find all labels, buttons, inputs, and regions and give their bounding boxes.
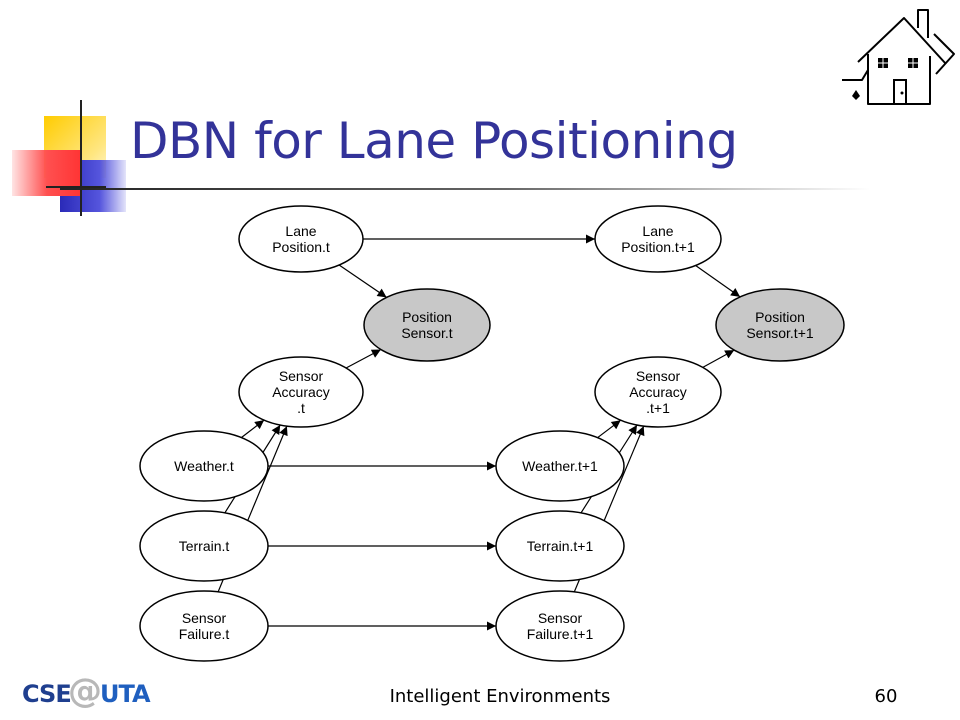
node-label: Sensor.t+1 <box>746 325 814 341</box>
node-ellipse <box>139 510 269 582</box>
node-label: Sensor <box>636 368 681 384</box>
deco-horizontal-line <box>46 186 106 188</box>
node-label: .t <box>297 400 305 416</box>
node-ellipse <box>715 288 845 362</box>
node-terrain_t: Terrain.t <box>139 510 269 582</box>
node-ellipse <box>495 590 625 662</box>
node-ellipse <box>495 510 625 582</box>
node-label: Accuracy <box>272 384 330 400</box>
node-weather_t1: Weather.t+1 <box>495 430 625 502</box>
page-number: 60 <box>874 686 898 707</box>
footer-text: Intelligent Environments <box>389 686 611 707</box>
node-label: Terrain.t+1 <box>527 538 594 554</box>
node-label: Position <box>755 309 805 325</box>
title-underline <box>60 188 870 190</box>
logo-uta-text: UTA <box>100 680 151 708</box>
edge-acc_t1-to-pos_t1 <box>702 349 735 368</box>
node-weather_t: Weather.t <box>139 430 269 502</box>
node-ellipse <box>139 430 269 502</box>
node-label: Weather.t <box>174 458 234 474</box>
slide-title: DBN for Lane Positioning <box>130 112 738 170</box>
node-label: Sensor <box>279 368 324 384</box>
node-label: Failure.t+1 <box>527 626 594 642</box>
node-label: Accuracy <box>629 384 687 400</box>
edge-weather_t-to-acc_t <box>240 419 265 439</box>
cse-uta-logo: CSE @ UTA <box>18 674 168 714</box>
node-label: Weather.t+1 <box>522 458 598 474</box>
node-group: LanePosition.tPositionSensor.tSensorAccu… <box>139 205 845 662</box>
edge-group <box>217 234 741 631</box>
node-ellipse <box>594 205 722 273</box>
node-label: Position.t <box>272 239 330 255</box>
edge-lane_t-to-pos_t <box>338 264 387 298</box>
node-label: .t+1 <box>646 400 670 416</box>
logo-cse-text: CSE <box>22 680 72 708</box>
node-ellipse <box>238 205 364 273</box>
node-label: Sensor.t <box>401 325 452 341</box>
node-terrain_t1: Terrain.t+1 <box>495 510 625 582</box>
node-ellipse <box>363 288 491 362</box>
node-label: Sensor <box>182 610 227 626</box>
edge-weather_t1-to-acc_t1 <box>597 419 622 439</box>
deco-vertical-line <box>80 100 82 216</box>
house-icon <box>842 9 955 105</box>
node-ellipse <box>495 430 625 502</box>
node-ellipse <box>594 356 722 428</box>
edge-lane_t1-to-pos_t1 <box>695 265 741 298</box>
node-label: Failure.t <box>179 626 230 642</box>
node-ellipse <box>238 356 364 428</box>
node-ellipse <box>139 590 269 662</box>
node-label: Position.t+1 <box>621 239 695 255</box>
logo-at-symbol: @ <box>68 671 102 711</box>
node-label: Position <box>402 309 452 325</box>
node-label: Sensor <box>538 610 583 626</box>
node-label: Lane <box>642 223 673 239</box>
node-label: Lane <box>285 223 316 239</box>
node-label: Terrain.t <box>179 538 230 554</box>
edge-acc_t-to-pos_t <box>345 348 382 369</box>
